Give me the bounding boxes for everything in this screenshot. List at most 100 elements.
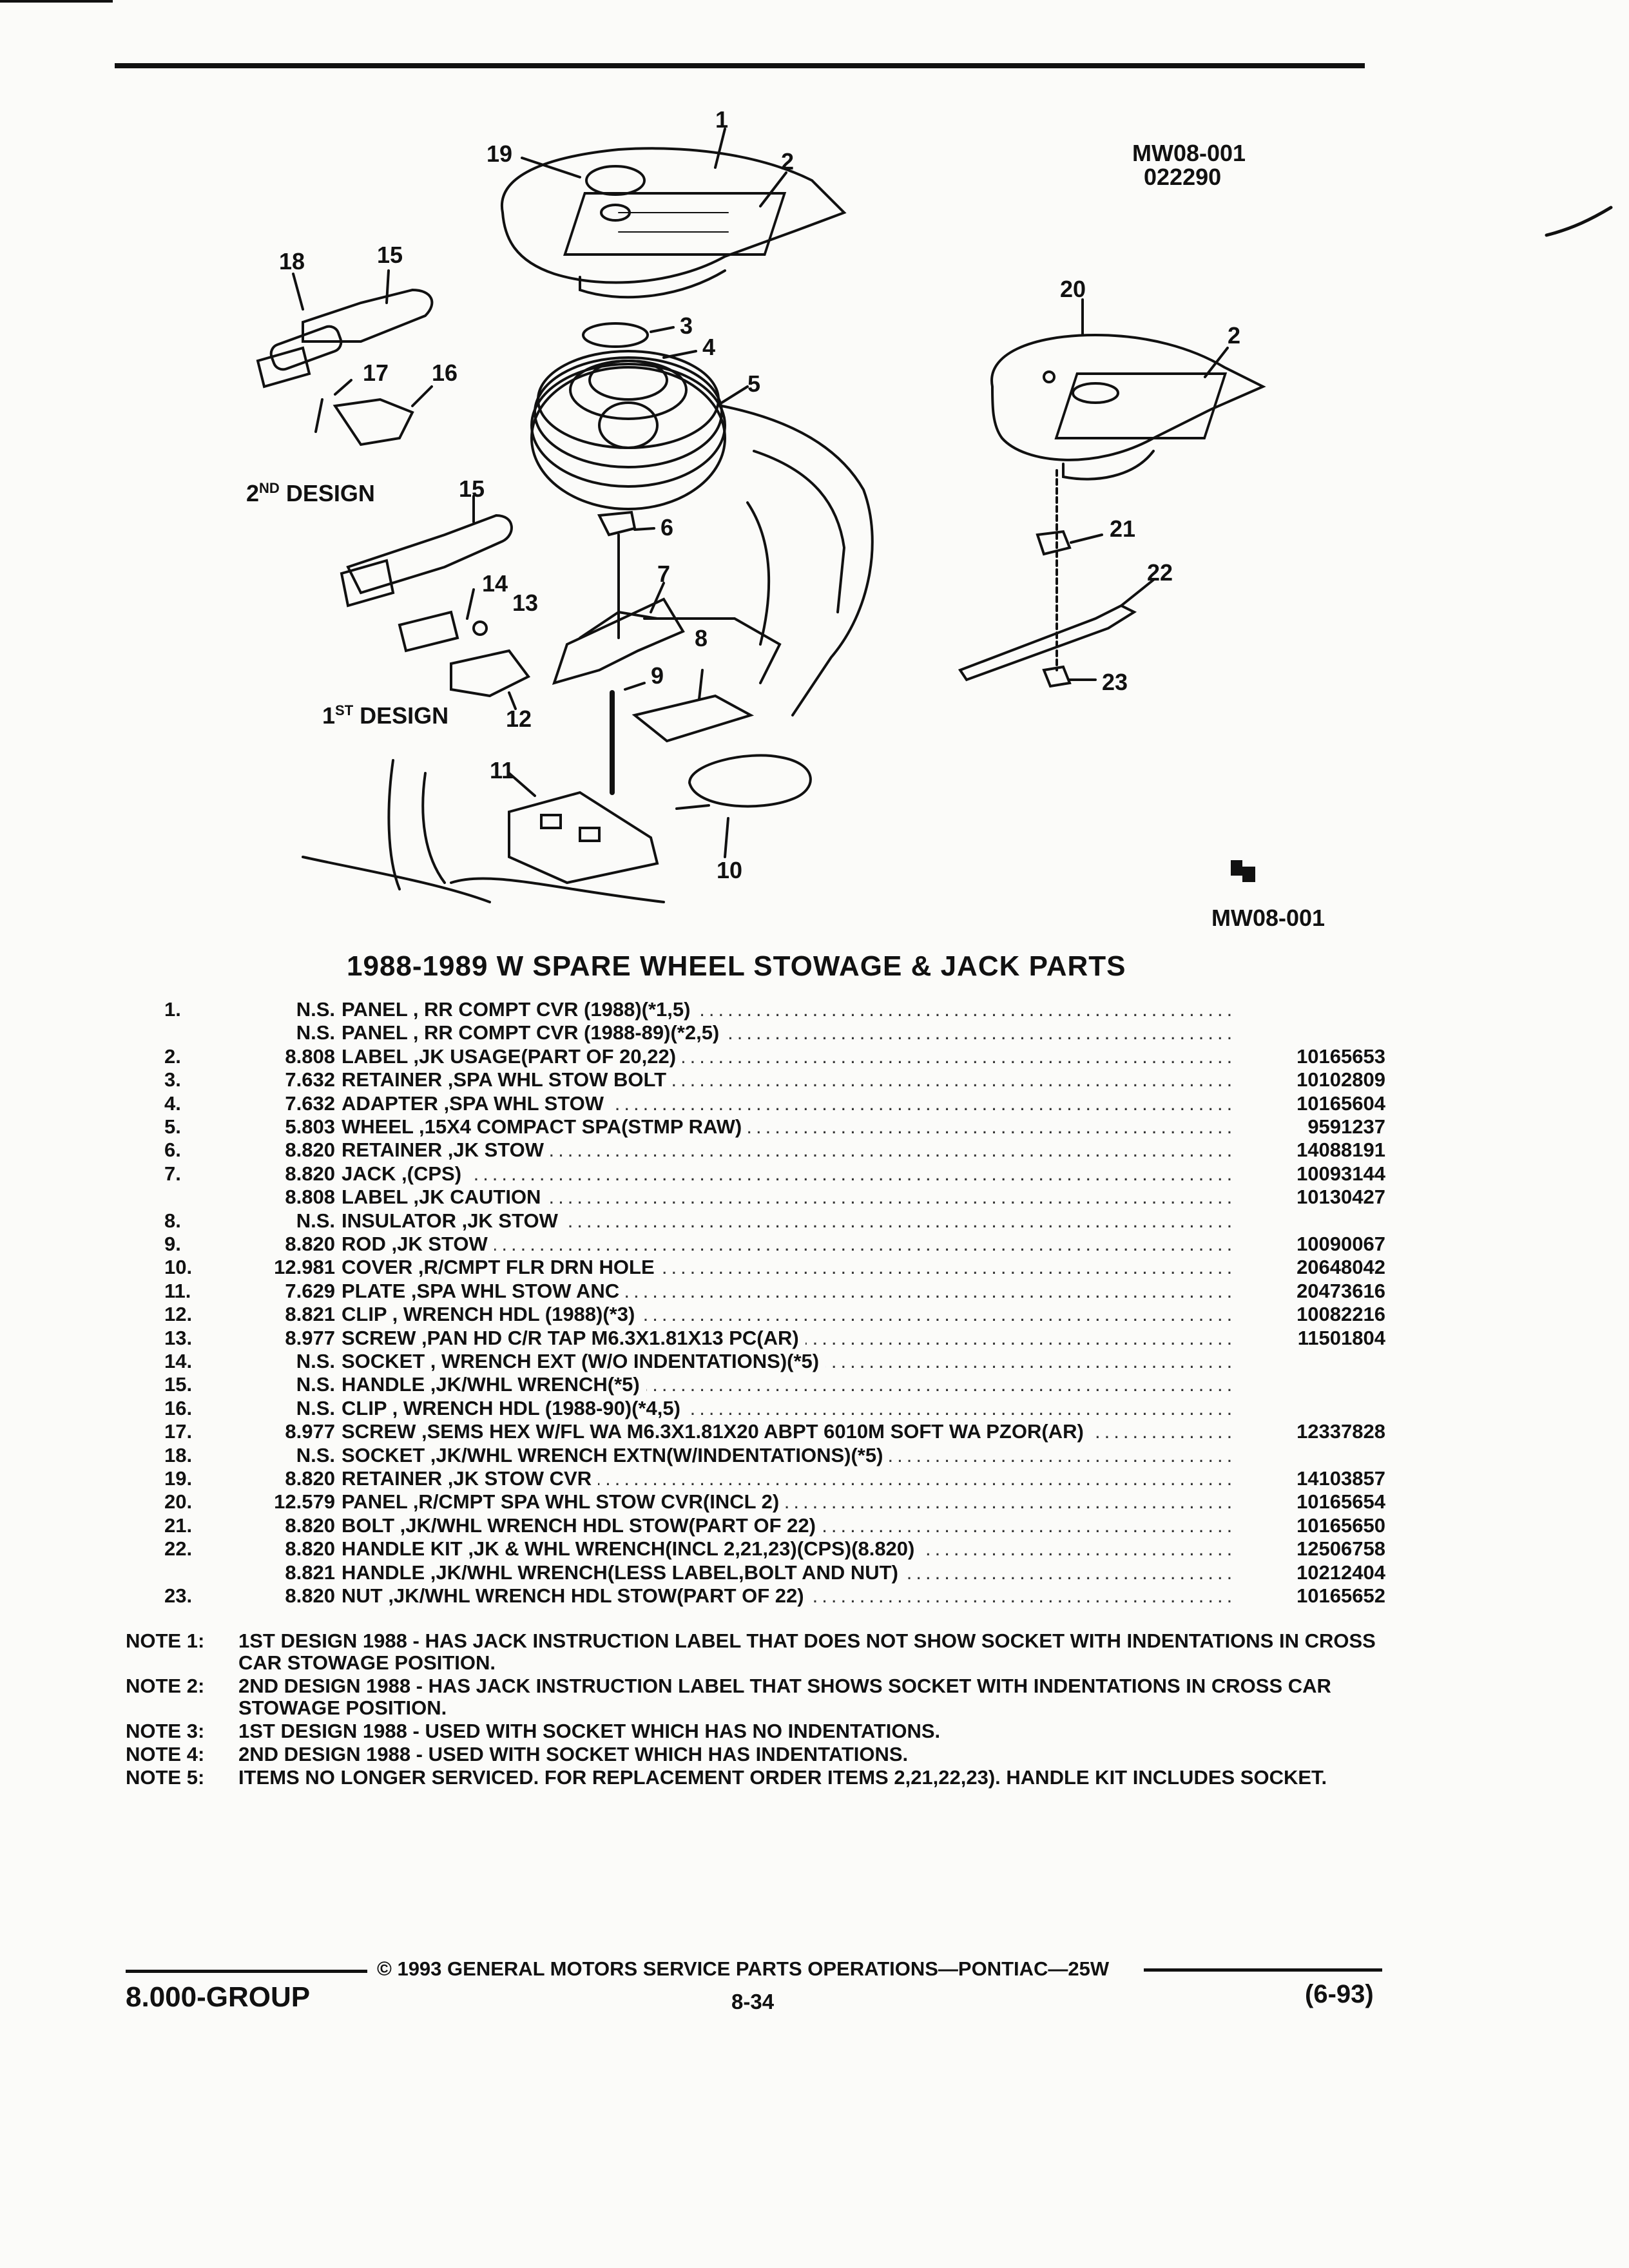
ref-date: 022290	[1144, 164, 1222, 190]
group-number: 7.629	[285, 1279, 335, 1302]
callout-2b: 2	[1228, 322, 1241, 349]
footer-rule-left	[126, 1970, 367, 1973]
item-number: 15.	[164, 1373, 193, 1396]
item-number: 17.	[164, 1420, 193, 1443]
part-description: WHEEL ,15X4 COMPACT SPA(STMP RAW)	[342, 1115, 1237, 1139]
part-row: 16.N.S..................................…	[0, 1396, 1629, 1420]
part-row: 5.5.803.................................…	[0, 1115, 1629, 1139]
callout-15a: 15	[377, 242, 403, 268]
item-number: 19.	[164, 1467, 193, 1490]
group-label: 8.000-GROUP	[126, 1981, 311, 2013]
copyright: © 1993 GENERAL MOTORS SERVICE PARTS OPER…	[377, 1957, 1110, 1980]
note-label: NOTE 1:	[126, 1629, 205, 1652]
group-number: 8.820	[285, 1162, 335, 1185]
part-number: 10212404	[1296, 1561, 1385, 1584]
part-description: LABEL ,JK USAGE(PART OF 20,22)	[342, 1044, 1237, 1068]
part-description: LABEL ,JK CAUTION	[342, 1186, 1237, 1209]
part-description: HANDLE ,JK/WHL WRENCH(*5)	[342, 1373, 1237, 1396]
part-row: 9.8.820.................................…	[0, 1233, 1629, 1256]
part-description: PANEL , RR COMPT CVR (1988-89)(*2,5)	[342, 1021, 1237, 1044]
handle-kit-jk-whl-wrench	[958, 604, 1137, 682]
leader-dots: ........................................…	[342, 1162, 1237, 1185]
margin-mark-1	[1545, 206, 1613, 237]
group-number: 8.820	[285, 1514, 335, 1537]
note-label: NOTE 3:	[126, 1720, 205, 1742]
part-row: 17.8.977................................…	[0, 1420, 1629, 1443]
retainer-jk-stow-cvr	[585, 165, 646, 196]
group-number: 5.803	[285, 1115, 335, 1138]
part-description: ROD ,JK STOW	[342, 1233, 1237, 1256]
part-number: 20648042	[1296, 1256, 1385, 1279]
part-row: 19.8.820................................…	[0, 1467, 1629, 1490]
part-row: 22.8.820................................…	[0, 1537, 1629, 1561]
group-number: 8.977	[285, 1326, 335, 1349]
label-jk-usage-1	[563, 192, 787, 256]
part-number: 10130427	[1296, 1186, 1385, 1209]
part-number: 11501804	[1297, 1326, 1385, 1349]
retainer-spa-whl-stow-bolt	[582, 322, 649, 348]
footer-ref-code: MW08-001	[1211, 905, 1325, 931]
jack	[552, 597, 685, 685]
item-number: 12.	[164, 1303, 193, 1326]
callout-19: 19	[487, 140, 513, 167]
part-description: PANEL , RR COMPT CVR (1988)(*1,5)	[342, 998, 1237, 1021]
adapter-spa-whl-stow	[588, 360, 668, 401]
callout-22: 22	[1147, 559, 1173, 586]
nut-jk-whl-wrench-hdl-stow	[1042, 665, 1072, 688]
part-number: 10090067	[1296, 1233, 1385, 1255]
drain-hole-cover	[688, 754, 812, 808]
part-description: SOCKET ,JK/WHL WRENCH EXTN(W/INDENTATION…	[342, 1443, 1237, 1467]
part-description: PLATE ,SPA WHL STOW ANC	[342, 1279, 1237, 1303]
part-description: CLIP , WRENCH HDL (1988)(*3)	[342, 1303, 1237, 1326]
part-number: 14088191	[1296, 1139, 1385, 1162]
callout-6: 6	[660, 514, 674, 541]
part-description: SOCKET , WRENCH EXT (W/O INDENTATIONS)(*…	[342, 1350, 1237, 1373]
part-number: 10165654	[1296, 1490, 1385, 1514]
note-text: 1ST DESIGN 1988 - HAS JACK INSTRUCTION L…	[238, 1629, 1376, 1674]
part-row: 21.8.820................................…	[0, 1514, 1629, 1537]
plate-spa-whl-stow-anc	[508, 791, 659, 885]
part-description: BOLT ,JK/WHL WRENCH HDL STOW(PART OF 22)	[342, 1514, 1237, 1537]
group-number: 8.808	[285, 1044, 335, 1068]
part-row: 20.12.579...............................…	[0, 1490, 1629, 1514]
note-text: 1ST DESIGN 1988 - USED WITH SOCKET WHICH…	[238, 1720, 941, 1742]
note-label: NOTE 2:	[126, 1675, 205, 1697]
part-number: 20473616	[1296, 1279, 1385, 1302]
publisher-mark-icon	[1231, 860, 1255, 882]
footer-rule-right	[1144, 1968, 1382, 1972]
parts-diagram	[256, 128, 1613, 903]
group-number: N.S.	[296, 998, 335, 1021]
note: NOTE 1: 1ST DESIGN 1988 - HAS JACK INSTRU…	[126, 1630, 1414, 1674]
group-number: 7.632	[285, 1091, 335, 1115]
spare-wheel	[530, 366, 726, 510]
item-number: 11.	[164, 1279, 191, 1302]
item-number: 3.	[164, 1068, 181, 1091]
callout-13: 13	[512, 590, 539, 616]
part-row: 18.N.S..................................…	[0, 1443, 1629, 1467]
item-number: 9.	[164, 1233, 181, 1255]
design-1-label: 1ST DESIGN	[322, 702, 449, 729]
part-row: 8.808...................................…	[0, 1186, 1629, 1209]
item-number: 18.	[164, 1443, 193, 1466]
panel-rr-compt-cvr	[500, 147, 847, 284]
insulator-jk-stow	[631, 694, 755, 743]
group-number: 8.820	[285, 1584, 335, 1607]
group-number: 12.579	[274, 1490, 335, 1514]
group-number: 8.820	[285, 1233, 335, 1255]
group-number: 8.977	[285, 1420, 335, 1443]
group-number: N.S.	[296, 1209, 335, 1232]
item-number: 7.	[164, 1162, 181, 1185]
part-number: 12337828	[1296, 1420, 1385, 1443]
group-number: 7.632	[285, 1068, 335, 1091]
part-row: 3.7.632.................................…	[0, 1068, 1629, 1091]
item-number: 22.	[164, 1537, 193, 1561]
part-row: 6.8.820.................................…	[0, 1139, 1629, 1162]
note-text: 2ND DESIGN 1988 - USED WITH SOCKET WHICH…	[238, 1743, 909, 1765]
note-text: ITEMS NO LONGER SERVICED. FOR REPLACEMEN…	[238, 1766, 1327, 1789]
corner-mark	[0, 0, 113, 3]
item-number: 10.	[164, 1256, 193, 1279]
callout-23: 23	[1102, 669, 1128, 695]
part-number: 10165653	[1296, 1044, 1385, 1068]
callout-14: 14	[482, 570, 508, 597]
date-code: (6-93)	[1305, 1980, 1374, 2008]
